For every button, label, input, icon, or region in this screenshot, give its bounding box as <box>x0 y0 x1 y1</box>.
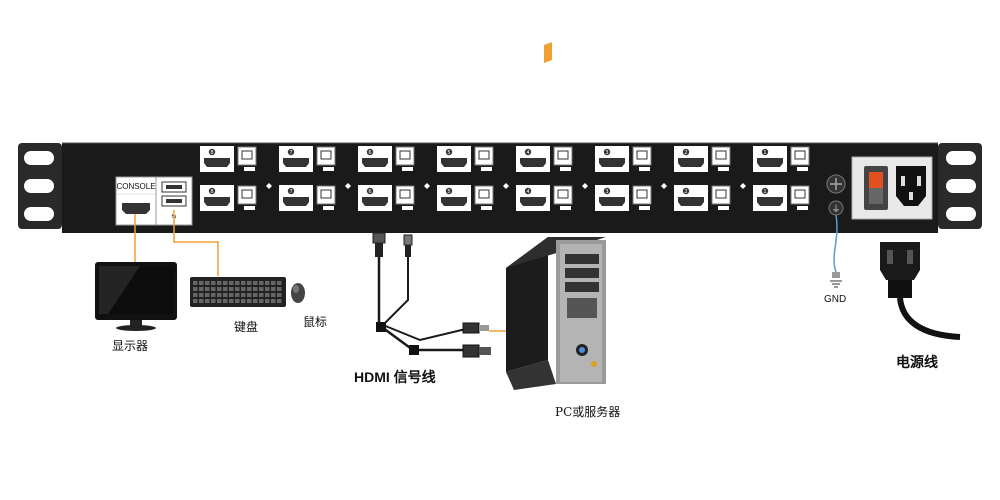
console-panel: CONSOLE ⇆ <box>115 176 193 226</box>
port-group-4-top: 4 <box>516 146 573 172</box>
port-group-6-top: 6 <box>358 146 415 172</box>
power-inlet <box>851 156 933 220</box>
console-label: CONSOLE <box>116 182 155 191</box>
port-number: 7 <box>289 189 292 195</box>
pc-tower-icon <box>506 42 606 390</box>
ground-terminal: ⏚ <box>826 174 846 216</box>
port-group-1-bottom: 1 <box>740 183 810 211</box>
port-group-6-bottom: 6 <box>345 183 415 211</box>
port-number: 7 <box>289 150 292 156</box>
port-number: 1 <box>763 150 766 156</box>
power-cable-plug <box>880 242 961 340</box>
console-hdmi-port <box>122 203 150 214</box>
port-group-8-bottom: 8 <box>200 185 257 211</box>
keyboard-icon <box>190 277 286 307</box>
keyboard-label: 键盘 <box>234 320 259 334</box>
port-group-1-top: 1 <box>753 146 810 172</box>
port-number: 8 <box>210 189 213 195</box>
port-number: 5 <box>447 150 450 156</box>
port-number: 4 <box>526 150 529 156</box>
port-number: 2 <box>684 189 687 195</box>
port-group-2-top: 2 <box>674 146 731 172</box>
port-group-7-top: 7 <box>279 146 336 172</box>
hdmi-cable-label: HDMI 信号线 <box>354 369 436 385</box>
port-number: 3 <box>605 150 608 156</box>
port-group-7-bottom: 7 <box>266 183 336 211</box>
console-cables <box>134 210 219 276</box>
mouse-label: 鼠标 <box>303 315 328 329</box>
port-number: 4 <box>526 189 529 195</box>
computer-port-groups: 8 8 7 7 6 6 5 5 4 4 3 3 2 2 1 1 <box>200 146 810 211</box>
port-group-8-top: 8 <box>200 146 257 172</box>
port-group-3-top: 3 <box>595 146 652 172</box>
port-number: 8 <box>210 150 213 156</box>
port-number: 1 <box>763 189 766 195</box>
port-group-2-bottom: 2 <box>661 183 731 211</box>
pc-server-label: PC或服务器 <box>555 405 621 419</box>
hdmi-kvm-cable <box>372 232 515 358</box>
port-group-3-bottom: 3 <box>582 183 652 211</box>
port-group-5-bottom: 5 <box>424 183 494 211</box>
gnd-wire <box>830 214 842 288</box>
port-group-5-top: 5 <box>437 146 494 172</box>
mouse-icon <box>291 283 305 303</box>
monitor-label: 显示器 <box>112 339 149 353</box>
power-cable-label: 电源线 <box>896 354 938 370</box>
port-group-4-bottom: 4 <box>503 183 573 211</box>
svg-text:⏚: ⏚ <box>831 204 840 215</box>
port-number: 6 <box>368 150 371 156</box>
port-number: 2 <box>684 150 687 156</box>
monitor-icon <box>95 262 177 331</box>
port-number: 6 <box>368 189 371 195</box>
port-number: 5 <box>447 189 450 195</box>
gnd-label: GND <box>824 294 847 305</box>
keyboard-cable <box>173 210 219 276</box>
port-number: 3 <box>605 189 608 195</box>
